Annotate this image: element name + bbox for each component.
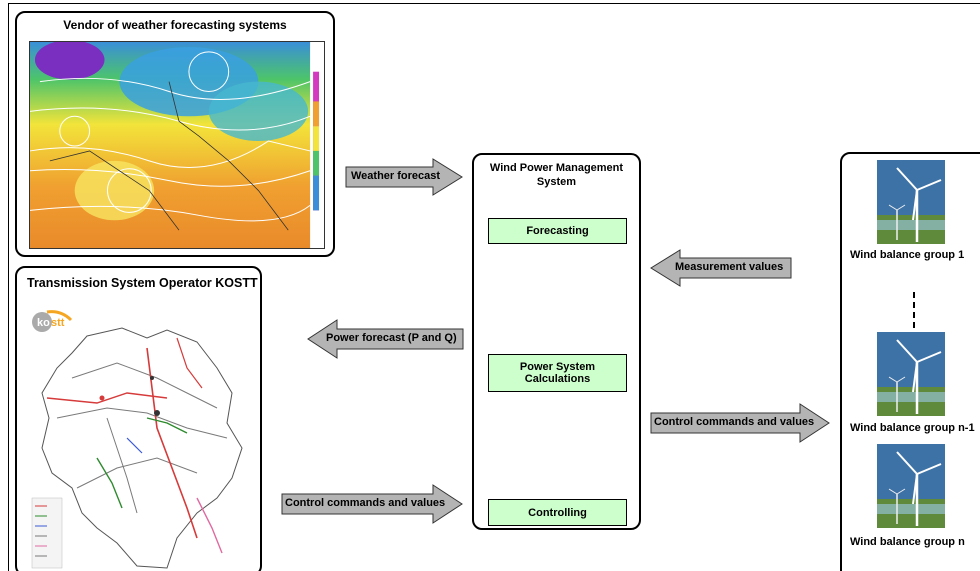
control-to-wind-label: Control commands and values xyxy=(654,416,815,428)
control-to-wind-arrow-icon xyxy=(650,403,830,443)
forecasting-module: Forecasting xyxy=(488,218,627,244)
control-from-tso-label: Control commands and values xyxy=(285,497,446,509)
wpms-box: Wind Power Management System Forecasting… xyxy=(472,153,641,530)
controlling-module: Controlling xyxy=(488,499,627,526)
diagram-frame xyxy=(8,3,980,571)
continuation-dashed-line xyxy=(913,292,915,328)
power-forecast-label: Power forecast (P and Q) xyxy=(326,332,457,344)
kostt-logo: ko stt xyxy=(32,310,73,332)
svg-text:ko: ko xyxy=(37,317,50,329)
wind-turbine-image-1 xyxy=(877,160,945,244)
weather-forecast-label: Weather forecast xyxy=(351,170,441,182)
measurement-values-arrow-icon xyxy=(650,249,792,287)
power-system-calculations-module: Power System Calculations xyxy=(488,354,627,392)
wpms-title: Wind Power Management System xyxy=(489,162,624,188)
tso-title: Transmission System Operator KOSTT xyxy=(27,276,258,290)
weather-vendor-box: Vendor of weather forecasting systems xyxy=(15,11,335,257)
wind-group-label-2: Wind balance group n-1 xyxy=(850,422,975,434)
wind-group-label-3: Wind balance group n xyxy=(850,536,965,548)
control-from-tso-arrow-icon xyxy=(281,484,463,524)
kosovo-grid-map-image: ko stt xyxy=(31,310,243,569)
wind-turbine-image-2 xyxy=(877,332,945,416)
weather-vendor-title: Vendor of weather forecasting systems xyxy=(63,18,287,32)
svg-text:stt: stt xyxy=(51,317,65,329)
weather-forecast-arrow-icon xyxy=(345,158,463,196)
weather-forecast-map-image xyxy=(29,41,325,249)
wind-group-label-1: Wind balance group 1 xyxy=(850,249,965,261)
wind-groups-box: Wind balance group 1 Wind balance group … xyxy=(840,152,980,571)
measurement-values-label: Measurement values xyxy=(675,261,784,273)
wind-turbine-image-3 xyxy=(877,444,945,528)
power-forecast-arrow-icon xyxy=(307,319,464,359)
tso-box: Transmission System Operator KOSTT ko st… xyxy=(15,266,262,571)
